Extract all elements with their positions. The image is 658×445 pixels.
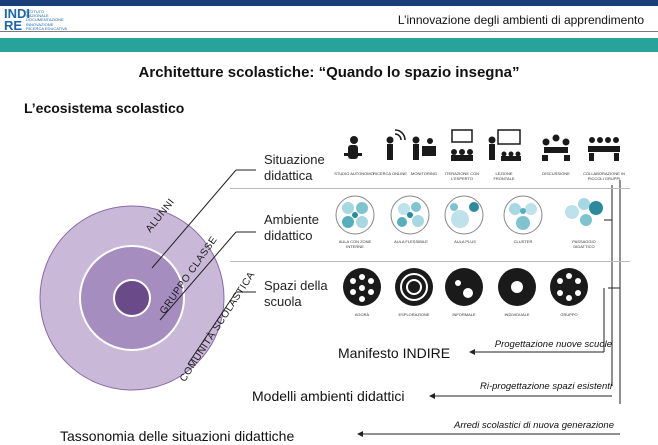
label-tassonomia: Tassonomia delle situazioni didattiche (60, 428, 295, 444)
situation-icons (344, 129, 620, 161)
top-band (0, 0, 658, 6)
label-arredi: Arredi scolastici di nuova generazione (453, 420, 614, 431)
caption-collaborazione: COLLABORAZIONE IN PICCOLI GRUPPI (583, 171, 625, 181)
environment-icons (335, 195, 603, 235)
label-modelli: Modelli ambienti didattici (252, 388, 405, 404)
row-separator (230, 261, 630, 262)
caption-studio: STUDIO AUTONOMO (334, 171, 374, 176)
slide-title: Architetture scolastiche: “Quando lo spa… (138, 64, 520, 81)
caption-agora: AGORÀ (354, 312, 370, 317)
ring-alunni (113, 279, 151, 317)
caption-individuale: INDIVIDUALE (504, 312, 530, 317)
header-divider (0, 31, 658, 32)
caption-iterazione: ITERAZIONE CON L'ESPERTO (444, 171, 479, 181)
caption-aula-zone: AULA CON ZONE INTERNE (338, 239, 372, 249)
connector-gruppo (159, 231, 237, 321)
row-separator (230, 188, 630, 189)
connector-comunita (187, 291, 237, 365)
caption-aula-plus: AULA PLUS (454, 239, 476, 244)
section-subtitle: L’ecosistema scolastico (24, 100, 185, 116)
teal-band (0, 38, 658, 52)
connector-alunni (151, 169, 237, 269)
caption-aula-flessibile: AULA FLESSIBILE (394, 239, 428, 244)
caption-esplorazione: ESPLORAZIONE (398, 312, 430, 317)
caption-monitoring: MONITORING (411, 171, 437, 176)
caption-discussione: DISCUSSIONE (542, 171, 570, 176)
logo-text: ISTITUTO NAZIONALE DOCUMENTAZIONE INNOVA… (26, 9, 68, 31)
caption-gruppo: GRUPPO (560, 312, 578, 317)
label-progettazione: Progettazione nuove scuole (494, 339, 612, 350)
caption-ricerca: RICERCA ONLINE (373, 171, 407, 176)
caption-informale: INFORMALE (452, 312, 476, 317)
label-manifesto: Manifesto INDIRE (338, 345, 451, 361)
header-title: L’innovazione degli ambienti di apprendi… (397, 13, 644, 27)
indire-logo: INDI RE ISTITUTO NAZIONALE DOCUMENTAZION… (4, 6, 84, 36)
logo-mark: INDI RE (4, 6, 30, 33)
caption-cluster: CLUSTER (513, 239, 533, 244)
caption-lezione: LEZIONE FRONTALE (493, 171, 515, 181)
space-icons (343, 268, 588, 306)
caption-passaggio: PASSAGGIO DIDATTICO (572, 239, 596, 249)
label-riprogettazione: Ri-progettazione spazi esistenti (479, 381, 612, 392)
